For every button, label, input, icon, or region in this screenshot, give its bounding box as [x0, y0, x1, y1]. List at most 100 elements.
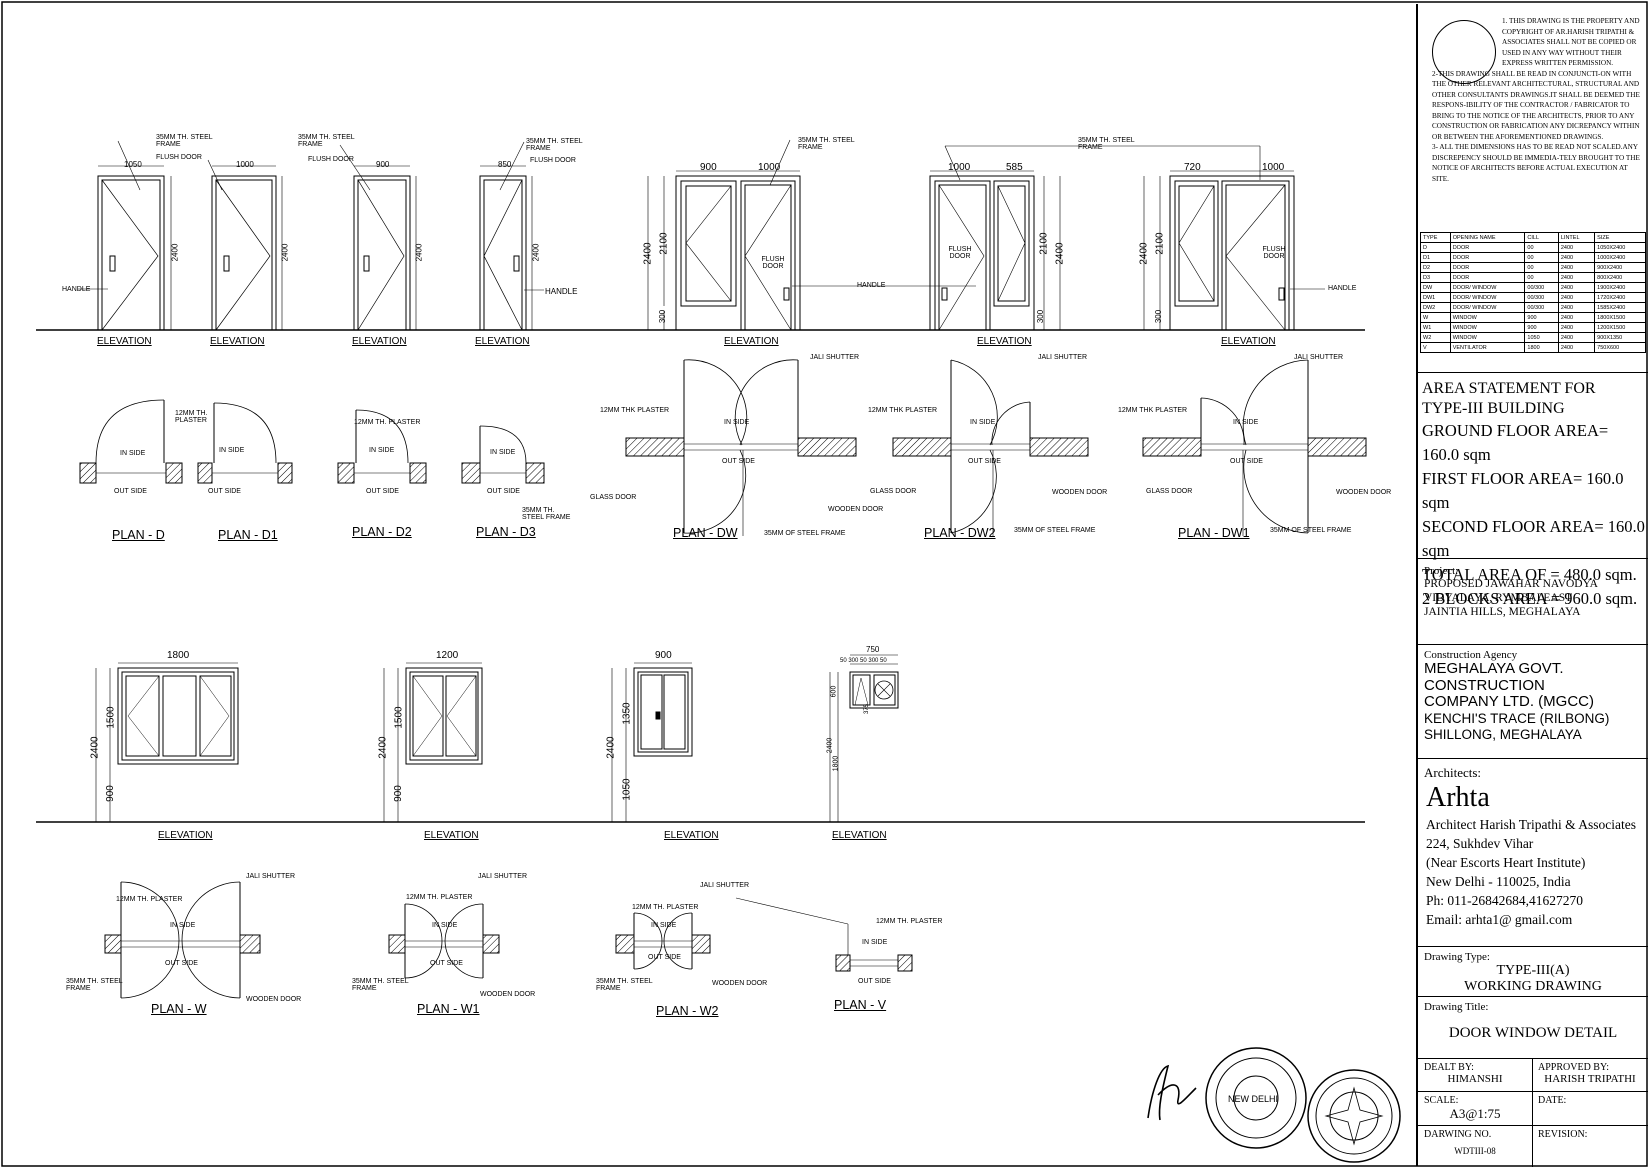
plan-w2-outside: OUT SIDE: [648, 954, 681, 961]
agency-label: Construction Agency: [1424, 649, 1518, 661]
plan-dw-drawing: [625, 359, 857, 536]
schedule-cell: 2400: [1557, 322, 1596, 333]
dim-d1-height: 2400: [280, 243, 290, 262]
drawing-type-line-1: TYPE-III(A): [1496, 963, 1570, 978]
schedule-cell: 900X2400: [1594, 262, 1646, 273]
plan-w2-title: PLAN - W2: [656, 1004, 719, 1018]
dealt-by-value: HIMANSHI: [1447, 1073, 1503, 1085]
elevation-w-title: ELEVATION: [158, 830, 213, 841]
schedule-cell: DOOR: [1449, 252, 1526, 263]
project-line-3: JAINTIA HILLS, MEGHALAYA: [1424, 606, 1581, 618]
plan-dw1-drawing: [1142, 359, 1367, 536]
plan-dw1-inside: IN SIDE: [1233, 419, 1259, 426]
dim-dw1-h2400: 2400: [1138, 242, 1150, 265]
schedule-cell: 1800X1500: [1594, 312, 1646, 323]
dw2-elevation: [929, 170, 1061, 331]
plan-w1-inside: IN SIDE: [432, 922, 458, 929]
area-heading-2: TYPE-III BUILDING: [1422, 400, 1565, 417]
drawing-no-value: WDTIII-08: [1454, 1146, 1496, 1156]
plan-dw-outside: OUT SIDE: [722, 458, 755, 465]
architects-email: Email: arhta1@ gmail.com: [1426, 912, 1573, 927]
plan-w2-inside: IN SIDE: [651, 922, 677, 929]
dim-d-height: 2400: [170, 243, 180, 262]
callout-steel-frame-dw2: 35MM TH. STEEL FRAME: [1078, 137, 1135, 151]
plan-dw2-inside: IN SIDE: [970, 419, 996, 426]
dim-v-h1800: 1800: [832, 755, 840, 772]
dim-dw2-h300: 300: [1036, 309, 1046, 324]
scale-cell: SCALE: A3@1:75: [1418, 1092, 1532, 1125]
dim-dw2-h2100: 2100: [1038, 232, 1050, 255]
architect-stamp: [1205, 1047, 1307, 1149]
copyright-circle: [1432, 20, 1496, 84]
plan-dw2-title: PLAN - DW2: [924, 526, 996, 540]
drawing-no-label: DARWING NO.: [1424, 1129, 1492, 1140]
total-area: TOTAL AREA OF = 480.0 sqm.: [1422, 565, 1637, 584]
schedule-cell: 1800: [1524, 342, 1559, 353]
stamp-center-text: NEW DELHI: [1228, 1094, 1279, 1104]
schedule-cell: 900X1350: [1594, 332, 1646, 343]
door-d-elevation: [78, 140, 172, 331]
plan-w-title: PLAN - W: [151, 1002, 207, 1016]
approved-by-cell: APPROVED BY: HARISH TRIPATHI: [1532, 1059, 1648, 1088]
plan-v-outside: OUT SIDE: [858, 978, 891, 985]
dim-w2-h1350: 1350: [621, 702, 633, 725]
dim-v-width: 750: [866, 645, 880, 654]
schedule-cell: 900: [1524, 322, 1559, 333]
note-2: 2-THIS DRAWING SHALL BE READ IN CONJUNCT…: [1432, 69, 1640, 141]
callout-flush-door-dw2: FLUSH DOOR: [948, 246, 972, 260]
agency-line-5: SHILLONG, MEGHALAYA: [1424, 727, 1582, 742]
schedule-cell: 2400: [1557, 262, 1596, 273]
elevation-dw1-title: ELEVATION: [1221, 336, 1276, 347]
schedule-cell: VENTILATOR: [1449, 342, 1526, 353]
architects-firm: Architect Harish Tripathi & Associates: [1426, 817, 1636, 832]
architects-phone: Ph: 011-26842684,41627270: [1426, 893, 1584, 908]
callout-steel-frame-d2: 35MM TH. STEEL FRAME: [298, 134, 355, 148]
dim-dw-h2100: 2100: [658, 232, 670, 255]
callout-steel-frame-d3: 35MM TH. STEEL FRAME: [526, 138, 583, 152]
dim-w2-width: 900: [655, 650, 672, 661]
schedule-cell: 00/300: [1524, 292, 1559, 303]
dw1-elevation: [1143, 170, 1325, 331]
plan-dw2-frame: 35MM OF STEEL FRAME: [1014, 527, 1096, 534]
schedule-cell: D: [1420, 242, 1451, 253]
ground-floor-area: GROUND FLOOR AREA= 160.0 sqm: [1422, 421, 1609, 464]
plan-w-inside: IN SIDE: [170, 922, 196, 929]
scale-label: SCALE:: [1424, 1095, 1459, 1106]
callout-steel-frame-d: 35MM TH. STEEL FRAME: [156, 134, 213, 148]
plan-w-jali: JALI SHUTTER: [246, 873, 296, 880]
plan-w1-frame: 35MM TH. STEEL FRAME: [352, 978, 409, 992]
second-floor-area: SECOND FLOOR AREA= 160.0 sqm: [1422, 517, 1645, 560]
plan-d2-inside: IN SIDE: [369, 447, 395, 454]
plan-dw-plaster: 12MM THK PLASTER: [600, 407, 670, 414]
approved-by-label: APPROVED BY:: [1538, 1062, 1610, 1073]
schedule-cell: W2: [1420, 332, 1451, 343]
plan-d1-inside: IN SIDE: [219, 447, 245, 454]
plan-dw1-glass: GLASS DOOR: [1146, 488, 1193, 495]
area-statement: AREA STATEMENT FOR TYPE-III BUILDING GRO…: [1418, 372, 1648, 608]
callout-flush-door-d2: FLUSH DOOR: [308, 156, 354, 163]
ventilator-v-elevation: [829, 654, 899, 822]
dim-dw1-a: 720: [1184, 162, 1201, 173]
drawing-title-label: Drawing Title:: [1424, 1001, 1489, 1013]
plan-w-wooden: WOODEN DOOR: [246, 996, 302, 1003]
meta-divider-h1: [1418, 1091, 1648, 1092]
dim-w2-h1050: 1050: [621, 778, 633, 801]
architects-section: Architects: Arhta Architect Harish Tripa…: [1418, 758, 1648, 948]
callout-handle-d: HANDLE: [62, 286, 91, 293]
first-floor-area: FIRST FLOOR AREA= 160.0 sqm: [1422, 469, 1624, 512]
plan-d1-outside: OUT SIDE: [208, 488, 241, 495]
schedule-header-cell: LINTEL: [1557, 232, 1596, 243]
elevation-d2-title: ELEVATION: [352, 336, 407, 347]
elevation-w2-title: ELEVATION: [664, 830, 719, 841]
schedule-cell: 900: [1524, 312, 1559, 323]
project-line-2: VIDYALAYA, RYMBAI EAST: [1424, 592, 1573, 604]
plan-d3-title: PLAN - D3: [476, 525, 536, 539]
architects-address-1: 224, Sukhdev Vihar: [1426, 836, 1534, 851]
dim-w1-h1500: 1500: [393, 706, 405, 729]
schedule-cell: DOOR/ WINDOW: [1449, 302, 1526, 313]
architects-address-2: (Near Escorts Heart Institute): [1426, 855, 1586, 870]
plan-w2-frame: 35MM TH. STEEL FRAME: [596, 978, 653, 992]
plan-v-plaster: 12MM TH. PLASTER: [876, 918, 943, 925]
